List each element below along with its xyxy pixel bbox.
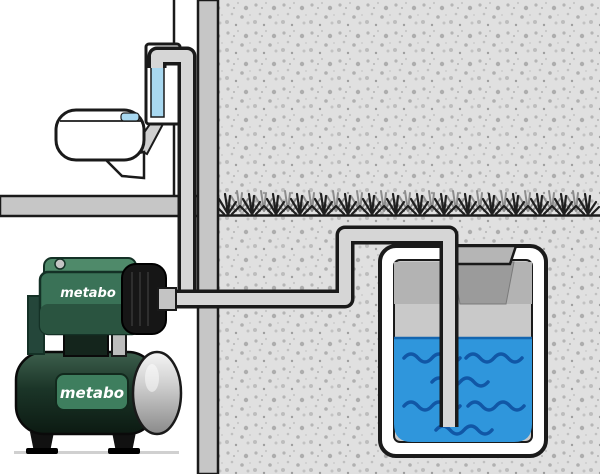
pipe-coupling bbox=[157, 287, 177, 311]
pump-logo-text: metabo bbox=[60, 286, 116, 301]
pump-foot-left bbox=[30, 432, 54, 452]
dome-highlight bbox=[145, 364, 159, 392]
pump-base-bracket bbox=[63, 331, 109, 357]
outer-wall bbox=[196, 0, 220, 474]
tank-label-plate bbox=[55, 373, 129, 411]
pump-footpad-left bbox=[26, 448, 58, 454]
tank-neck-interior bbox=[451, 261, 515, 305]
toilet-water bbox=[120, 112, 140, 122]
pump-shadow bbox=[14, 451, 179, 454]
pump-foot-right bbox=[112, 432, 136, 452]
pump-footpad-right bbox=[108, 448, 140, 454]
water-tank bbox=[378, 244, 548, 458]
tank-collar bbox=[448, 244, 518, 266]
pump-head-lower bbox=[40, 304, 140, 334]
tank-water bbox=[394, 338, 532, 442]
pressure-tank-chrome-dome bbox=[131, 350, 183, 436]
riser-pipe-fill bbox=[151, 50, 193, 300]
priming-cap bbox=[54, 258, 66, 270]
riser-pipe bbox=[147, 46, 197, 300]
pump-group: metabo metabo bbox=[14, 257, 183, 454]
tank-plate-logo-text: metabo bbox=[60, 384, 124, 402]
toilet-bowl bbox=[54, 108, 146, 162]
suction-pipe bbox=[160, 225, 459, 427]
suction-pipe-fill bbox=[160, 229, 455, 427]
